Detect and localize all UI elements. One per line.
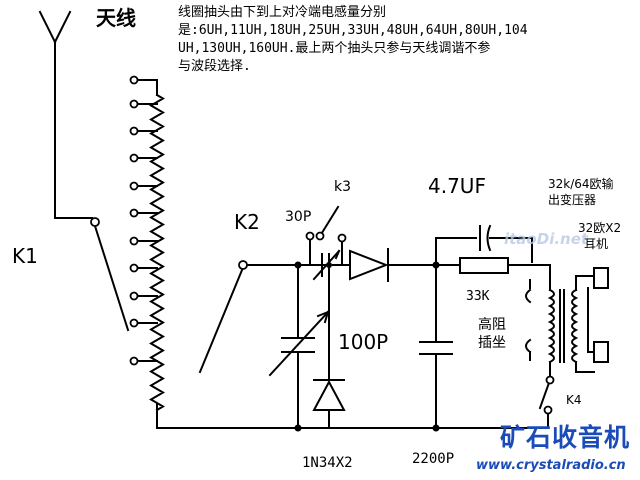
- watermark: itaoDi.net: [504, 230, 589, 248]
- c-30p-label: 30P: [285, 209, 312, 225]
- diodes-label: 1N34X2: [302, 455, 353, 471]
- hi-z-jack-label-2: 插坐: [478, 335, 506, 351]
- r-33k: [459, 257, 509, 274]
- coil-tap: [129, 153, 139, 163]
- c-2200p-label: 2200P: [412, 451, 455, 467]
- note-line: 是:6UH,11UH,18UH,25UH,33UH,48UH,64UH,80UH…: [178, 23, 528, 38]
- k4-switch: [538, 378, 552, 410]
- coil-tap: [129, 236, 139, 246]
- c-100p-label: 100P: [338, 330, 389, 354]
- earphone-label-1: 32欧X2: [578, 221, 622, 235]
- coil-tap: [129, 126, 139, 136]
- k1-label: K1: [12, 244, 38, 268]
- earphone-label-2: 耳机: [584, 237, 609, 251]
- k2-label: K2: [234, 210, 260, 234]
- c-100p-variable: [268, 310, 330, 377]
- note-line: 线圈抽头由下到上对冷端电感量分别: [178, 5, 387, 20]
- hi-z-jack: [525, 279, 532, 361]
- series-diode: [349, 248, 389, 282]
- hi-z-jack-label-1: 高阻: [478, 317, 506, 333]
- k4-label: K4: [566, 393, 582, 407]
- coil-tap-note: 线圈抽头由下到上对冷端电感量分别 是:6UH,11UH,18UH,25UH,33…: [178, 4, 636, 76]
- r-33k-label: 33K: [466, 289, 490, 304]
- note-line: 与波段选择.: [178, 59, 251, 74]
- coil-tap: [129, 75, 139, 85]
- brand-url: www.crystalradio.cn: [476, 458, 626, 473]
- transformer-label-2: 出变压器: [548, 193, 597, 207]
- k3-switch: [309, 205, 343, 266]
- k1-band-switch: [93, 224, 130, 332]
- coil-tap: [129, 99, 139, 109]
- shunt-diode: [312, 379, 346, 411]
- coil-tap: [129, 263, 139, 273]
- brand-logo: 矿石收音机: [500, 423, 631, 452]
- k2-switch: [198, 268, 244, 374]
- antenna-label: 天线: [96, 6, 136, 30]
- output-transformer: [547, 275, 579, 381]
- coil-tap: [129, 181, 139, 191]
- transformer-label-1: 32k/64欧输: [548, 177, 614, 191]
- k2-pivot: [238, 260, 248, 270]
- coil-tap: [129, 291, 139, 301]
- c-2200p: [419, 237, 453, 429]
- coil-tap: [129, 208, 139, 218]
- coil-tap: [129, 356, 139, 366]
- k3-label: k3: [334, 179, 352, 195]
- c-4-7uf-label: 4.7UF: [428, 174, 486, 198]
- junction-dots: [294, 261, 440, 432]
- k1-pivot: [90, 217, 100, 227]
- c-4-7uf: [435, 224, 533, 263]
- antenna-symbol: [38, 10, 93, 219]
- coil-tap: [129, 318, 139, 328]
- note-line: UH,130UH,160UH.最上两个抽头只参与天线调谐不参: [178, 41, 491, 56]
- earphones: [575, 267, 609, 373]
